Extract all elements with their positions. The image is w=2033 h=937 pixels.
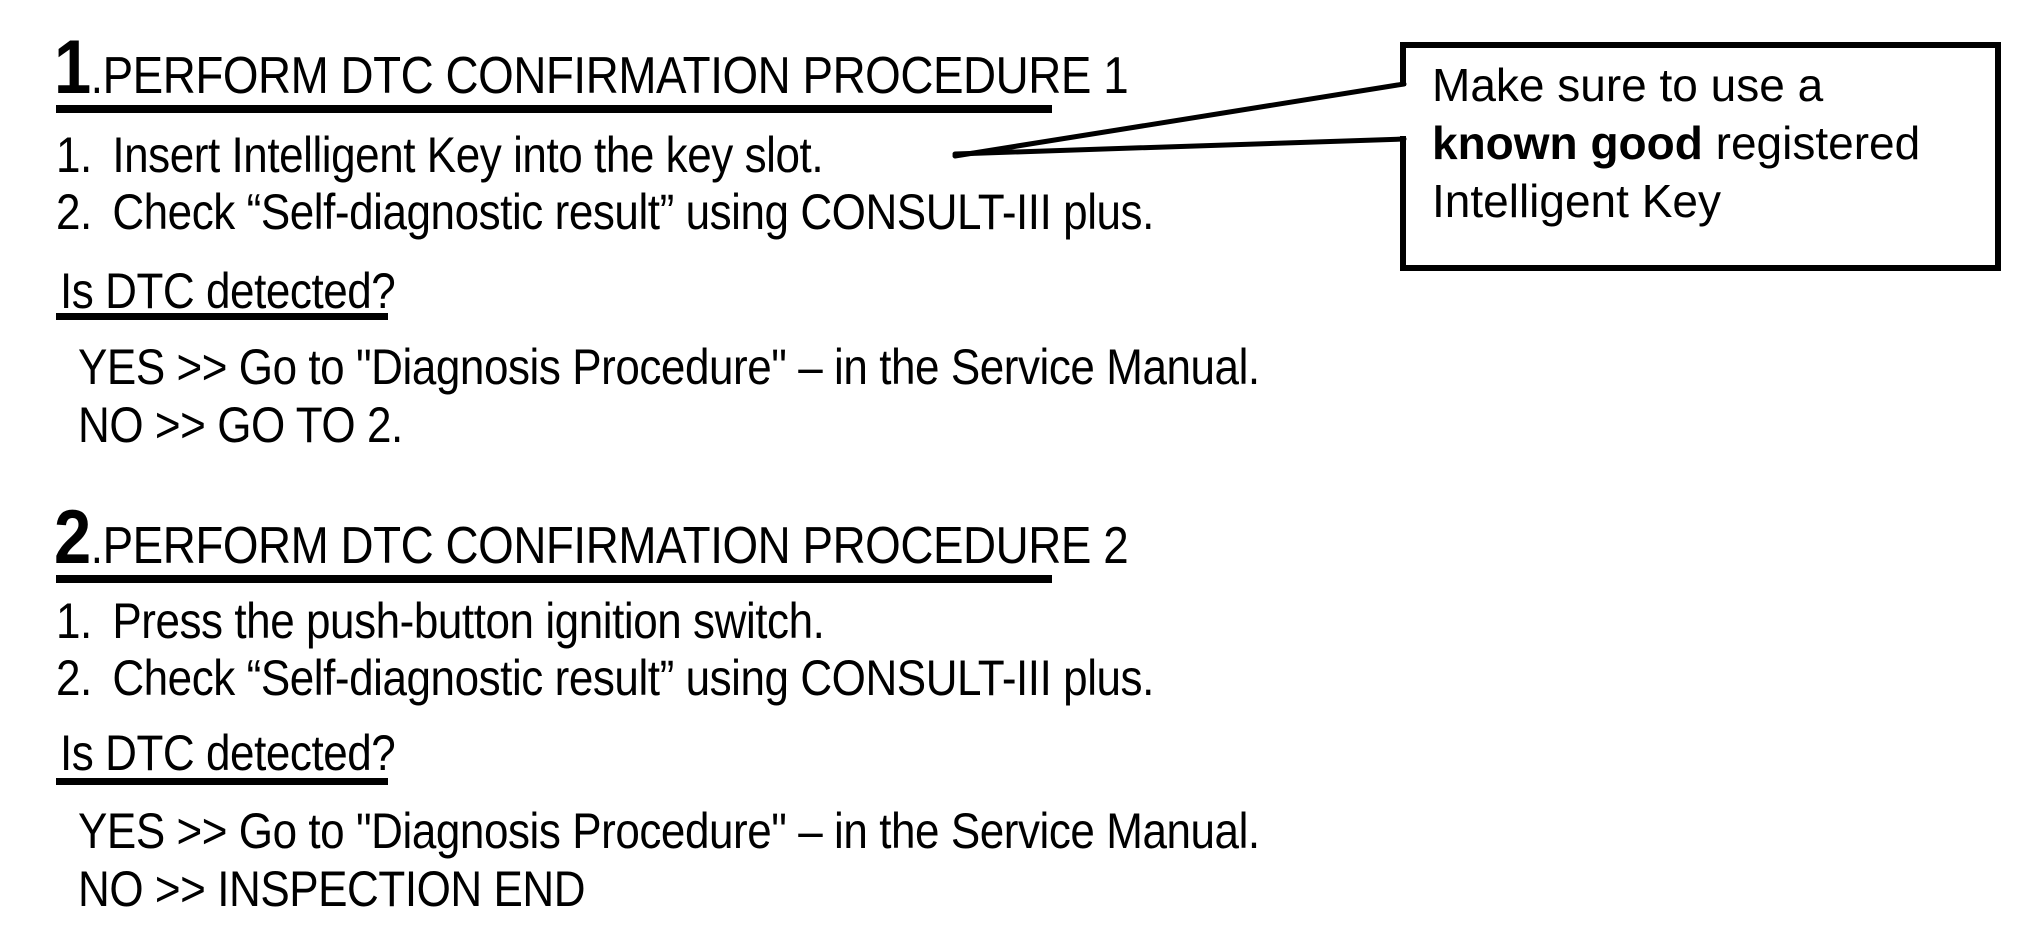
step-number: 2.	[56, 650, 92, 706]
callout-line: Make sure to use a	[1432, 59, 1824, 111]
callout-bold-text: known good	[1432, 117, 1703, 169]
step-item: 2. Check “Self-diagnostic result” using …	[56, 184, 1154, 241]
answer-line-no: NO >> GO TO 2.	[78, 397, 403, 453]
answer-line-no: NO >> INSPECTION END	[78, 861, 586, 917]
step-number: 1.	[56, 127, 92, 183]
callout-line: Intelligent Key	[1432, 175, 1721, 227]
step-list: 1. Press the push-button ignition switch…	[56, 593, 1154, 707]
heading-underline	[56, 105, 1052, 113]
step-list: 1. Insert Intelligent Key into the key s…	[56, 127, 1154, 241]
step-item: 1. Press the push-button ignition switch…	[56, 593, 1154, 650]
answer-block: YES >> Go to "Diagnosis Procedure" – in …	[78, 338, 1260, 454]
callout-line: known good registered	[1432, 114, 1981, 172]
procedure-2-title: PERFORM DTC CONFIRMATION PROCEDURE 2	[102, 517, 1129, 575]
step-number: 1.	[56, 593, 92, 649]
question-text: Is DTC detected?	[60, 725, 396, 781]
step-text: Check “Self-diagnostic result” using CON…	[112, 650, 1154, 706]
callout-border-gap	[1396, 86, 1408, 136]
procedure-2-heading: 2.PERFORM DTC CONFIRMATION PROCEDURE 2	[54, 495, 1129, 580]
heading-underline	[56, 575, 1052, 583]
procedure-2-number-dot: .	[90, 518, 103, 574]
step-text: Insert Intelligent Key into the key slot…	[112, 127, 824, 183]
question-underline	[56, 313, 388, 320]
answer-block: YES >> Go to "Diagnosis Procedure" – in …	[78, 802, 1260, 918]
answer-line-yes: YES >> Go to "Diagnosis Procedure" – in …	[78, 803, 1260, 859]
callout-text: registered	[1702, 117, 1921, 169]
procedure-1-step-number: 1	[54, 25, 91, 110]
step-number: 2.	[56, 184, 92, 240]
step-item: 2. Check “Self-diagnostic result” using …	[56, 650, 1154, 707]
procedure-1-title: PERFORM DTC CONFIRMATION PROCEDURE 1	[102, 47, 1129, 105]
question-underline	[56, 778, 388, 785]
procedure-1-number-dot: .	[90, 48, 103, 104]
step-text: Check “Self-diagnostic result” using CON…	[112, 184, 1154, 240]
question-text: Is DTC detected?	[60, 263, 396, 319]
answer-line-yes: YES >> Go to "Diagnosis Procedure" – in …	[78, 339, 1260, 395]
callout-box: Make sure to use a known good registered…	[1400, 42, 2001, 271]
procedure-2-step-number: 2	[54, 495, 91, 580]
step-text: Press the push-button ignition switch.	[112, 593, 825, 649]
step-item: 1. Insert Intelligent Key into the key s…	[56, 127, 1154, 184]
procedure-1-heading: 1.PERFORM DTC CONFIRMATION PROCEDURE 1	[54, 25, 1129, 110]
